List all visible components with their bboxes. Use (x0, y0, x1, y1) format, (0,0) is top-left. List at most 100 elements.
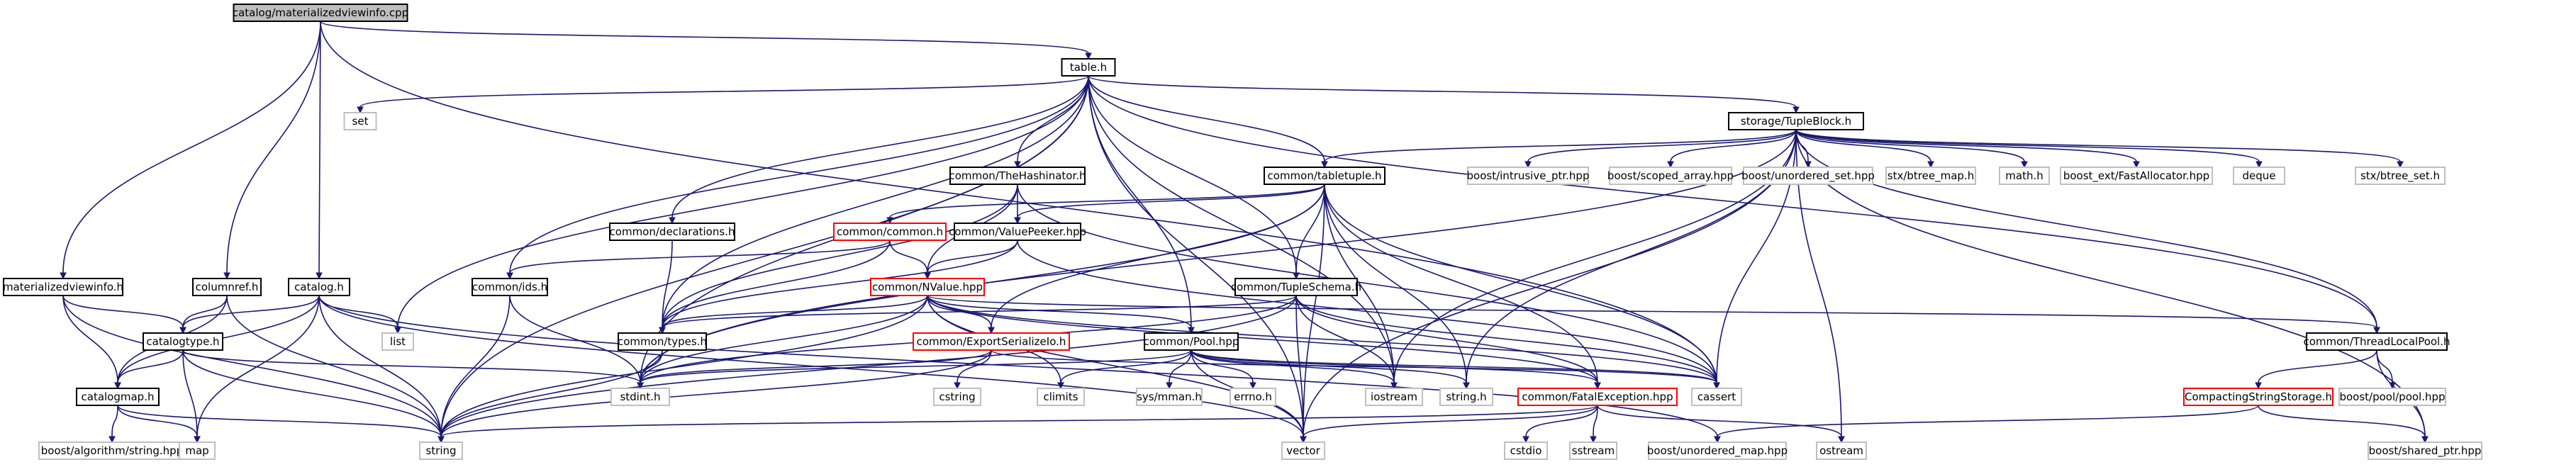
node-box (1439, 388, 1493, 406)
edge-arrowhead (1166, 382, 1173, 390)
edge-line (226, 295, 442, 437)
edge-line (1525, 405, 1598, 437)
node-catalogmap[interactable]: catalogmap.h (76, 388, 160, 406)
edge-line (359, 75, 1089, 108)
node-fatal[interactable]: common/FatalException.hpp (1517, 388, 1678, 406)
edge-line (182, 295, 320, 328)
edge-line (1017, 184, 1717, 383)
node-common[interactable]: common/common.h (833, 223, 947, 241)
node-label: catalog.h (294, 281, 344, 293)
edge-tupleblock-to-btreemap (1795, 129, 1934, 169)
node-columnref[interactable]: columnref.h (192, 278, 262, 296)
node-label: common/ids.h (472, 281, 547, 293)
edge-line (1795, 129, 2025, 162)
edge-line (1017, 240, 1717, 383)
edge-line (1670, 129, 1797, 162)
node-label: common/ValuePeeker.hpp (949, 225, 1086, 238)
node-box (1037, 388, 1085, 406)
node-exportser[interactable]: common/ExportSerializeIo.h (913, 332, 1070, 351)
node-compacting[interactable]: CompactingStringStorage.h (2183, 388, 2334, 406)
node-label: map (185, 444, 208, 457)
node-ostream: ostream (1816, 441, 1867, 460)
node-types[interactable]: common/types.h (618, 332, 707, 351)
node-valuepeeker[interactable]: common/ValuePeeker.hpp (949, 223, 1086, 241)
edge-table-to-tupleblock (1088, 75, 1800, 114)
node-label: boost/shared_ptr.hpp (2369, 444, 2482, 458)
edge-arrowhead (1085, 52, 1092, 60)
node-label: materializedviewinfo.h (3, 281, 123, 293)
node-box (833, 223, 947, 241)
node-table[interactable]: table.h (1061, 58, 1116, 77)
node-box (1999, 167, 2050, 185)
edge-arrowhead (669, 217, 676, 225)
edge-line (1191, 349, 1717, 383)
node-tupleschema[interactable]: common/TupleSchema.h (1231, 278, 1361, 296)
edge-nvalue-to-pool (927, 295, 1195, 334)
node-box (1281, 441, 1325, 460)
edge-hashinator-to-cassert (1017, 184, 1720, 390)
edge-line (889, 184, 1325, 218)
edge-line (1088, 75, 1395, 383)
node-hashinator[interactable]: common/TheHashinator.h (949, 167, 1086, 185)
node-ids[interactable]: common/ids.h (472, 278, 548, 296)
edge-arrowhead (1463, 382, 1470, 390)
node-root[interactable]: catalog/materializedviewinfo.cpp (233, 4, 408, 22)
node-mvinfo[interactable]: materializedviewinfo.h (3, 278, 123, 296)
edge-tupleblock-to-deque (1795, 129, 2263, 169)
node-fastalloc: boost_ext/FastAllocator.hpp (2060, 167, 2213, 185)
node-box (1136, 388, 1203, 406)
edge-line (509, 75, 1089, 274)
edge-tabletuple-to-valuepeeker (1014, 184, 1325, 225)
edge-arrowhead (1590, 436, 1597, 444)
edge-line (1393, 129, 1797, 383)
node-label: common/NValue.hpp (872, 281, 983, 293)
edge-line (662, 75, 1089, 328)
edge-line (182, 349, 198, 437)
node-tabletuple[interactable]: common/tabletuple.h (1264, 167, 1385, 185)
node-catalogh[interactable]: catalog.h (288, 278, 350, 296)
edge-tupleblock-to-tabletuple (1321, 129, 1797, 169)
edge-line (991, 349, 1717, 383)
node-string: string (419, 441, 463, 460)
edge-tabletuple-to-vector (1300, 184, 1325, 444)
edge-line (440, 295, 928, 437)
edge-arrowhead (1522, 436, 1529, 444)
edge-line (62, 295, 118, 383)
node-label: catalog/materializedviewinfo.cpp (233, 6, 408, 19)
node-label: common/tabletuple.h (1268, 169, 1382, 182)
edge-catalogmap-to-map (117, 405, 201, 444)
edge-line (1795, 129, 1931, 162)
node-label: boost/scoped_array.hpp (1607, 169, 1734, 183)
node-label: stdint.h (620, 390, 660, 403)
edge-line (318, 295, 1718, 437)
node-decls[interactable]: common/declarations.h (609, 223, 735, 241)
node-threadlocal[interactable]: common/ThreadLocalPool.h (2303, 332, 2450, 351)
edge-arrowhead (1057, 382, 1064, 390)
edge-line (662, 240, 1018, 328)
node-label: columnref.h (196, 281, 259, 293)
edge-line (320, 21, 1717, 383)
edge-tupleschema-to-types (659, 295, 1297, 334)
node-box (192, 278, 262, 296)
node-catalogtype[interactable]: catalogtype.h (143, 332, 223, 351)
edge-arrowhead (357, 106, 364, 114)
node-label: iostream (1371, 390, 1417, 403)
node-box (3, 278, 123, 296)
edge-line (1324, 129, 1797, 162)
node-label: cstdio (1510, 444, 1542, 457)
node-pool[interactable]: common/Pool.hpp (1144, 332, 1239, 351)
edge-line (196, 295, 320, 437)
node-stringh: string.h (1439, 388, 1493, 406)
edge-line (117, 349, 184, 383)
node-nvalue[interactable]: common/NValue.hpp (870, 278, 985, 296)
node-box (2368, 441, 2482, 460)
edge-arrowhead (316, 272, 323, 280)
node-tupleblock[interactable]: storage/TupleBlock.h (1728, 112, 1864, 130)
node-box (2233, 167, 2285, 185)
edge-threadlocal-to-compacting (2255, 349, 2377, 390)
edge-catalogtype-to-catalogmap (114, 349, 184, 390)
node-box (1144, 332, 1239, 351)
node-box (949, 167, 1086, 185)
edge-line (957, 349, 992, 383)
edge-line (2258, 349, 2377, 383)
